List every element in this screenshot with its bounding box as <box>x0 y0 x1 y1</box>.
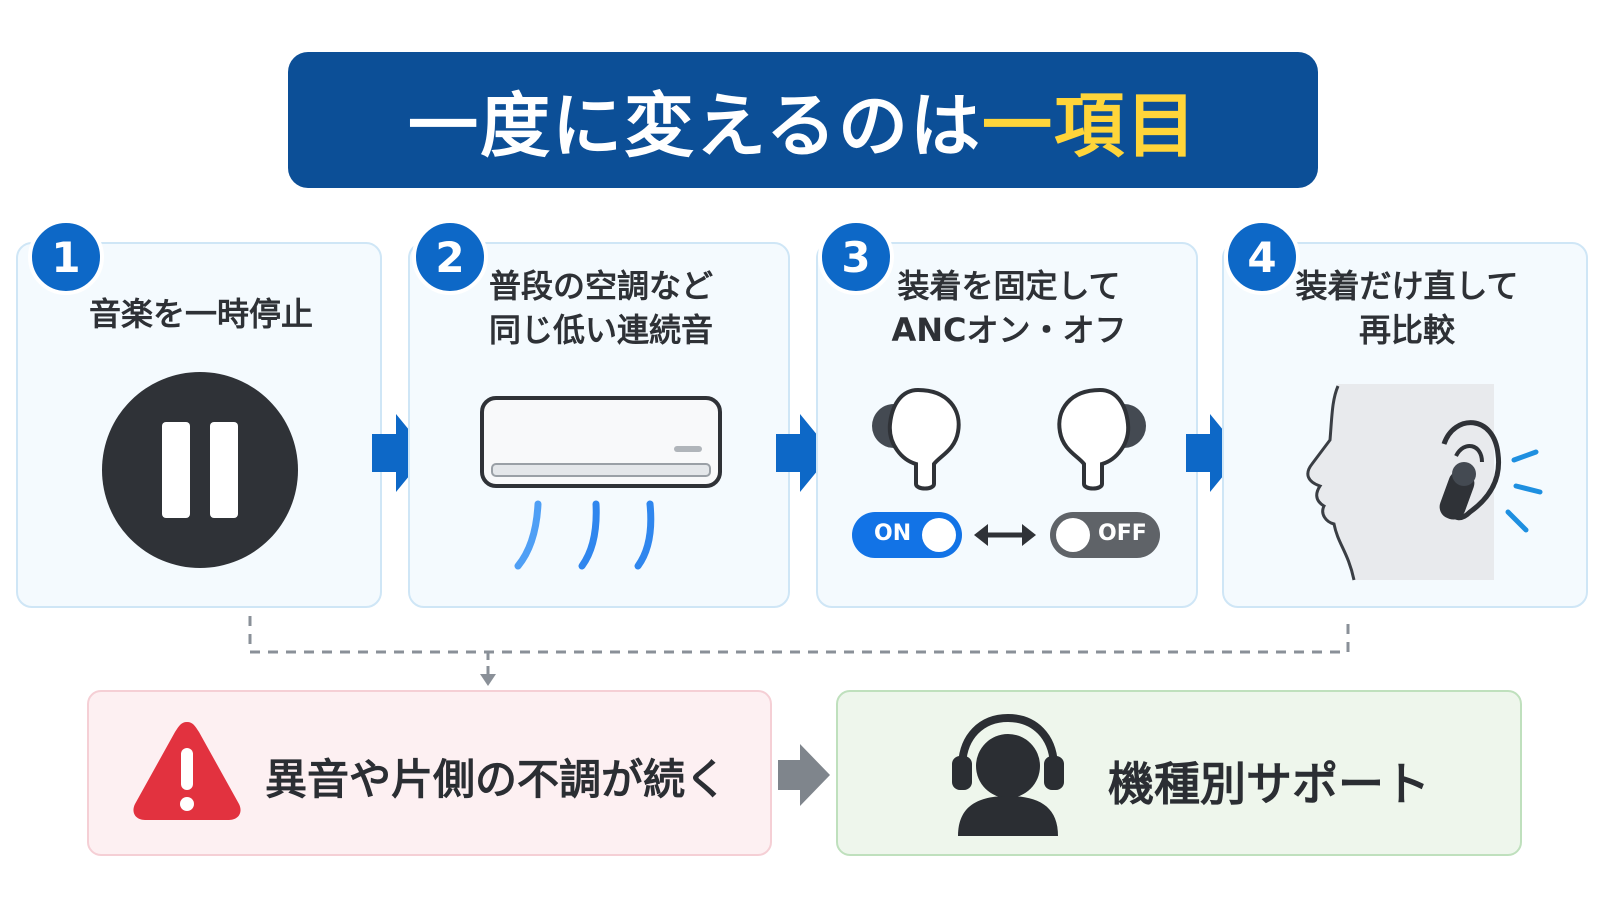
step-1-label: 音楽を一時停止 <box>88 295 313 333</box>
step-2-label: 普段の空調など 同じ低い連続音 <box>488 267 713 349</box>
step-2-badge: 2 <box>412 219 488 295</box>
head-ear-earbud-icon <box>1306 384 1543 581</box>
step-3-label: 装着を固定して ANCオン・オフ <box>891 267 1127 349</box>
earbud-right-icon <box>1057 387 1146 491</box>
dashed-connector <box>248 616 1350 686</box>
step-card-2: 普段の空調など 同じ低い連続音 <box>408 242 790 608</box>
warning-icon <box>133 722 241 820</box>
arrow-right-icon <box>776 414 832 492</box>
toggle-on-label: ON <box>874 521 912 546</box>
earbud-left-icon <box>872 387 961 491</box>
arrow-right-icon <box>1186 414 1242 492</box>
step-4-label: 装着だけ直して 再比較 <box>1295 267 1519 349</box>
title-main: 一度に変えるのは <box>408 84 982 167</box>
step-card-3: 装着を固定して ANCオン・オフ ON OFF <box>816 242 1198 608</box>
title-highlight: 一項目 <box>981 84 1198 167</box>
toggle-knob <box>1056 518 1090 552</box>
anc-on-toggle: ON <box>852 512 962 558</box>
support-label: 機種別サポート <box>1108 757 1430 811</box>
toggle-knob <box>922 518 956 552</box>
double-arrow-icon <box>974 524 1036 546</box>
warning-box: 異音や片側の不調が続く <box>87 690 772 856</box>
warning-label: 異音や片側の不調が続く <box>265 755 728 804</box>
headset-support-icon <box>952 713 1064 836</box>
step-3-badge: 3 <box>818 219 894 295</box>
step-card-4: 装着だけ直して 再比較 <box>1222 242 1588 608</box>
air-conditioner-icon <box>480 396 722 570</box>
pause-icon <box>102 372 298 568</box>
toggle-off-label: OFF <box>1098 521 1147 546</box>
arrow-right-icon <box>372 414 428 492</box>
step-card-1: 音楽を一時停止 <box>16 242 382 608</box>
anc-off-toggle: OFF <box>1050 512 1160 558</box>
step-4-badge: 4 <box>1224 219 1300 295</box>
support-box: 機種別サポート <box>836 690 1522 856</box>
title-banner: 一度に変えるのは一項目 <box>288 52 1318 188</box>
arrow-right-icon <box>778 744 830 806</box>
step-1-badge: 1 <box>28 219 104 295</box>
